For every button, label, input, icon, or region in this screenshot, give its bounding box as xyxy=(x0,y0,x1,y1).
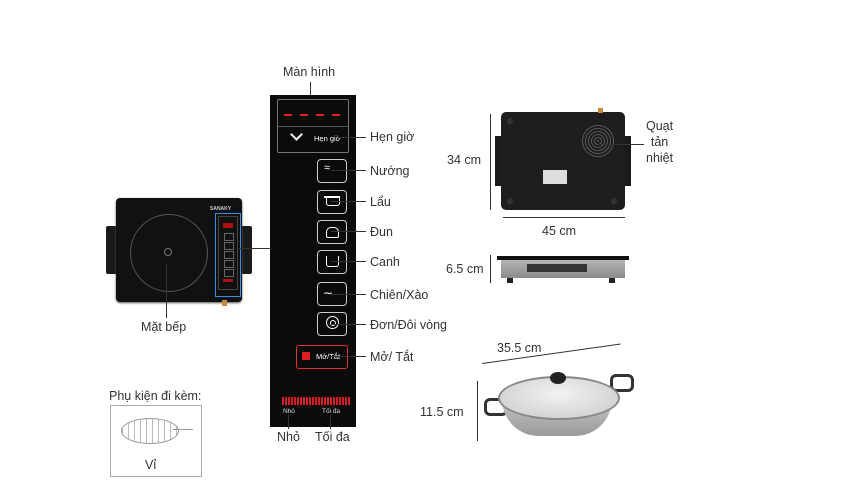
boil-button[interactable] xyxy=(317,220,347,244)
accessory-item-label: Vỉ xyxy=(145,458,157,472)
rating-label xyxy=(543,170,567,184)
pot-height-line xyxy=(477,381,478,441)
accessory-box: Vỉ xyxy=(110,405,202,477)
fan-label-line3: nhiệt xyxy=(646,151,674,165)
thickness-dimension-label: 6.5 cm xyxy=(446,262,484,276)
fan-grille xyxy=(581,124,615,158)
panel-max-text: Tối đa xyxy=(322,408,341,415)
cooktop-side-handle-right xyxy=(240,226,252,274)
power-indicator-icon xyxy=(302,352,310,360)
cooktop-foot-knob xyxy=(222,300,227,306)
panel-timer-text: Hẹn giờ xyxy=(314,134,341,143)
kettle-icon xyxy=(326,227,339,238)
screen-label: Màn hình xyxy=(283,65,336,79)
accessory-title: Phụ kiện đi kèm: xyxy=(109,389,202,403)
cooktop-to-panel-connector xyxy=(239,248,270,249)
low-label: Nhỏ xyxy=(277,430,300,444)
panel-low-text: Nhỏ xyxy=(283,408,295,415)
width-dimension-line xyxy=(503,217,625,218)
height-dimension-label: 34 cm xyxy=(447,153,482,167)
fan-label-line2: tản xyxy=(650,135,669,149)
chevron-down-icon xyxy=(290,128,303,141)
ring-icon xyxy=(326,316,339,329)
hotpot-image xyxy=(484,368,634,440)
pot-diameter-label: 35.5 cm xyxy=(497,341,542,355)
hotpot-icon xyxy=(326,198,340,206)
pot-height-label: 11.5 cm xyxy=(420,405,464,419)
cooktop-side-handle-left xyxy=(106,226,118,274)
cooktop-bottom-view xyxy=(495,108,631,214)
width-dimension-label: 45 cm xyxy=(542,224,577,238)
grill-icon: ≈ xyxy=(324,162,331,174)
lid-knob xyxy=(550,372,566,384)
power-level-bar[interactable] xyxy=(282,397,350,405)
wave-icon: ∼ xyxy=(323,286,334,300)
fry-label: Chiên/Xào xyxy=(370,288,429,302)
max-label: Tối đa xyxy=(315,430,350,444)
cooktop-mini-panel xyxy=(218,216,238,290)
cooktop-brand: SANAKY xyxy=(210,206,232,212)
on-off-button[interactable]: Mở/Tắt xyxy=(296,345,348,369)
cooktop-glass: SANAKY xyxy=(116,198,242,302)
pot-handle-right xyxy=(610,374,634,392)
grill-label: Nướng xyxy=(370,164,410,178)
cooking-zone-circle xyxy=(130,214,208,292)
cooktop-surface-pointer xyxy=(166,264,167,318)
thickness-dimension-line xyxy=(490,255,491,283)
cooktop-panel-highlight xyxy=(215,213,241,297)
panel-on-off-text: Mở/Tắt xyxy=(316,352,341,361)
screen-pointer xyxy=(310,82,311,100)
fan-pointer xyxy=(598,144,644,145)
timer-label: Hẹn giờ xyxy=(370,130,415,144)
hotpot-label: Lẩu xyxy=(370,195,391,209)
cooktop-surface-label: Mặt bếp xyxy=(141,320,187,334)
boil-label: Đun xyxy=(370,225,393,239)
cooking-zone-center xyxy=(164,248,172,256)
single-double-ring-label: Đơn/Đôi vòng xyxy=(370,318,447,332)
grill-rack-icon xyxy=(121,418,179,444)
fan-label-line1: Quạt xyxy=(646,119,674,133)
soup-label: Canh xyxy=(370,255,400,269)
fan-label: Quạt tản nhiệt xyxy=(646,118,673,166)
height-dimension-line xyxy=(490,114,491,210)
cooktop-image: SANAKY xyxy=(106,196,252,306)
grill-button[interactable]: ≈ xyxy=(317,159,347,183)
hotpot-button[interactable] xyxy=(317,190,347,214)
on-off-label: Mở/ Tắt xyxy=(370,350,414,364)
display-screen: Hẹn giờ xyxy=(277,99,349,153)
soup-button[interactable] xyxy=(317,250,347,274)
cooktop-side-view xyxy=(497,256,629,284)
